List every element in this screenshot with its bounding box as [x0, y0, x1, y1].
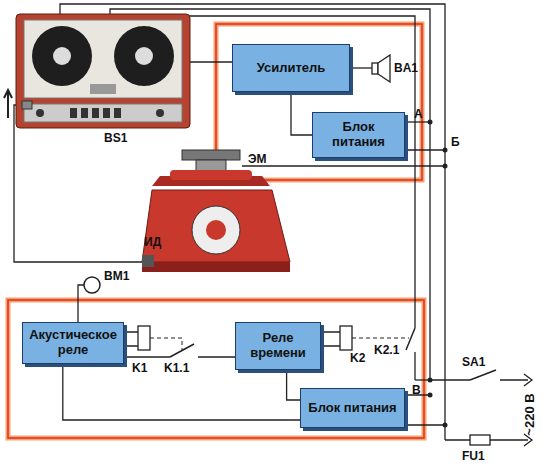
- speaker-symbol: [372, 55, 390, 82]
- region-outline: [216, 24, 422, 180]
- microphone-symbol: [84, 277, 100, 293]
- signal-arrow: [4, 90, 12, 118]
- box-label: Усилитель: [257, 61, 326, 76]
- process-box: Акустическое реле: [22, 322, 124, 364]
- box-label: Акустическое реле: [29, 328, 117, 358]
- wire-connector: [287, 370, 300, 400]
- box-label: Блок питания: [308, 401, 396, 416]
- wires: [14, 4, 528, 440]
- region-outline: [8, 300, 424, 438]
- tape-recorder: [16, 14, 190, 128]
- junction-dots: [428, 120, 448, 428]
- switches: [150, 328, 496, 380]
- callout-label: K2: [350, 352, 365, 364]
- callout-label: BM1: [104, 270, 129, 282]
- process-box: Блок питания: [312, 112, 405, 158]
- callout-label: ЭМ: [248, 153, 267, 165]
- telephone: [142, 150, 290, 272]
- callout-label: В: [412, 384, 421, 396]
- process-box: Блок питания: [300, 388, 405, 428]
- relay-coil: [138, 326, 150, 350]
- callout-label: Б: [451, 136, 460, 148]
- callout-label: K1.1: [164, 362, 189, 374]
- fuse-symbol: [470, 435, 490, 445]
- callout-label: SA1: [462, 356, 485, 368]
- callout-label: FU1: [462, 450, 485, 462]
- callout-label: ИД: [144, 236, 161, 248]
- callout-label: ~220 В: [523, 393, 536, 435]
- relay-coil: [340, 326, 352, 350]
- box-label: Блок питания: [319, 120, 398, 150]
- region-outline: [8, 300, 424, 438]
- callout-label: K2.1: [374, 344, 399, 356]
- box-label: Реле времени: [242, 331, 314, 361]
- callout-label: BA1: [394, 62, 418, 74]
- process-box: Реле времени: [235, 322, 321, 370]
- region-outline: [216, 24, 422, 180]
- wire-connector: [291, 92, 312, 135]
- callout-label: BS1: [104, 132, 127, 144]
- process-box: Усилитель: [232, 44, 350, 92]
- callout-label: K1: [132, 362, 147, 374]
- callout-label: А: [414, 108, 423, 120]
